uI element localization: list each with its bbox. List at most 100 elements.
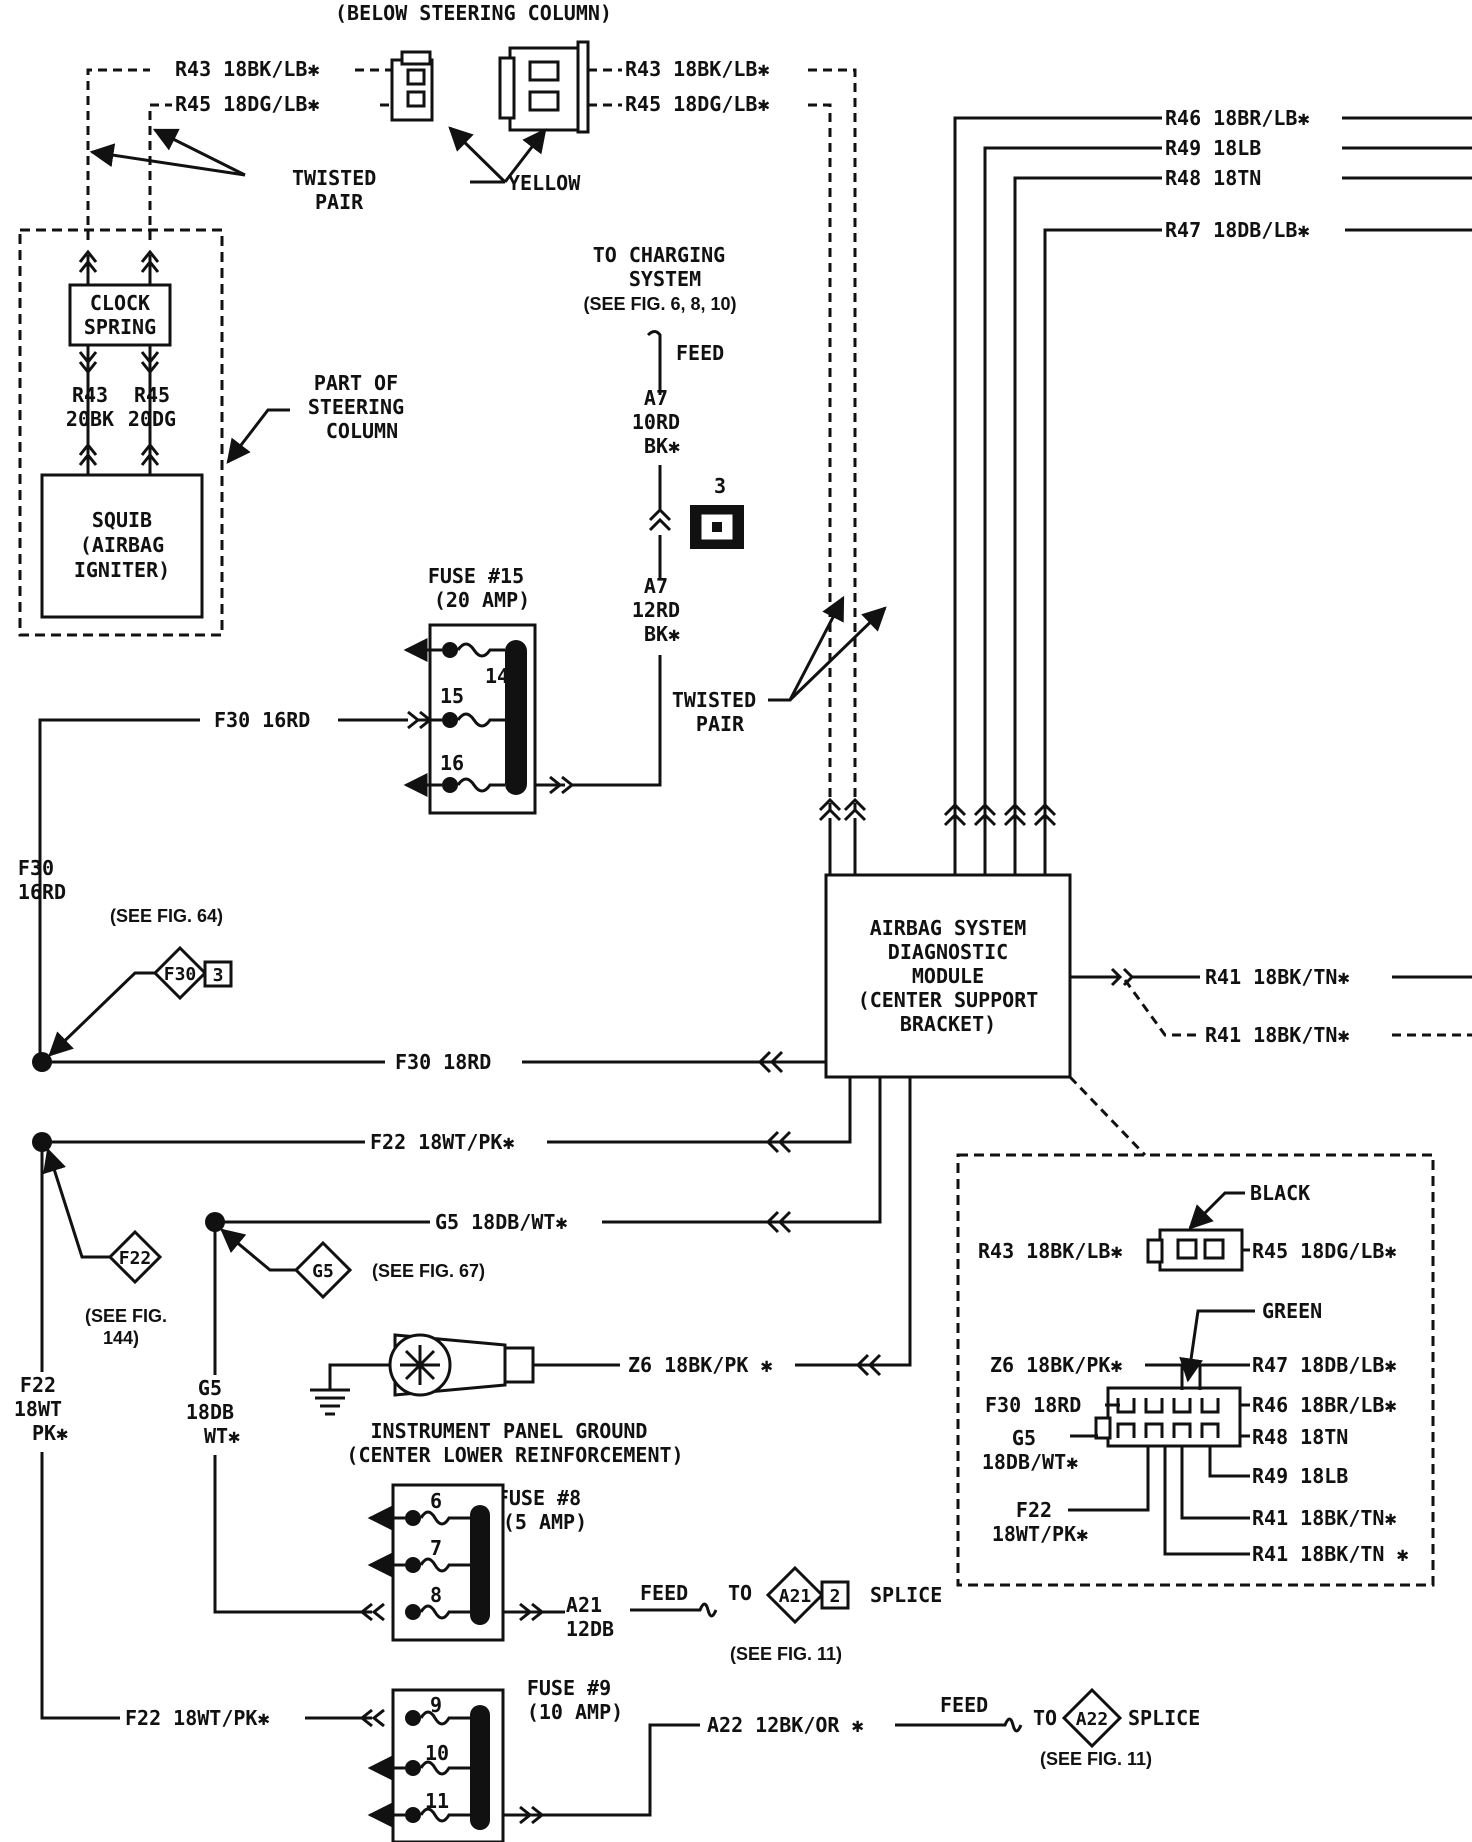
inset-label-r49: R49 18LB <box>1252 1464 1348 1488</box>
label-r49: R49 18LB <box>1165 136 1261 160</box>
twisted-pair-label-top: TWISTED PAIR <box>292 166 388 214</box>
g5-see-fig: (SEE FIG. 67) <box>372 1261 485 1281</box>
fuse8-title: FUSE #8 (5 AMP) <box>497 1486 593 1534</box>
svg-text:MODULE: MODULE <box>912 964 984 988</box>
inset-label-f22: F22 18WT/PK✱ <box>992 1498 1088 1546</box>
wire-g5 <box>215 1077 882 1224</box>
f22-see-fig: (SEE FIG. 144) <box>85 1306 172 1348</box>
svg-text:15: 15 <box>440 684 464 708</box>
svg-text:SQUIB: SQUIB <box>92 508 152 532</box>
fuse-9-block: 9 10 11 <box>391 1688 505 1842</box>
to-charging-label: TO CHARGING SYSTEM <box>593 243 738 291</box>
inset-black-connector <box>1146 1228 1244 1272</box>
f30-splice: F30 3 <box>152 945 233 1001</box>
twisted-pair-label-right: TWISTED PAIR <box>672 688 768 736</box>
inset-label-f30: F30 18RD <box>985 1393 1081 1417</box>
label-f30-module: F30 18RD <box>395 1050 491 1074</box>
label-a22: A22 12BK/OR ✱ <box>707 1713 864 1737</box>
wires-right-top <box>953 116 1340 875</box>
label-r41-a: R41 18BK/TN✱ <box>1205 965 1350 989</box>
wire-r45-right <box>808 103 832 830</box>
charging-see-fig: (SEE FIG. 6, 8, 10) <box>583 294 736 314</box>
label-g5-wire: G5 18DB/WT✱ <box>435 1210 567 1234</box>
label-r41-b: R41 18BK/TN✱ <box>1205 1023 1350 1047</box>
f22-splice: F22 <box>107 1229 163 1285</box>
label-r48: R48 18TN <box>1165 166 1261 190</box>
svg-text:F22: F22 <box>119 1248 152 1269</box>
wire-r43-right <box>808 68 857 830</box>
fuse9-title: FUSE #9 (10 AMP) <box>527 1676 623 1724</box>
clock-spring: CLOCK SPRING <box>68 283 172 347</box>
inset-green-connector <box>1094 1386 1242 1448</box>
steering-column-box <box>18 228 224 637</box>
wire-a7 <box>570 655 662 787</box>
fuse8-see-fig: (SEE FIG. 11) <box>730 1644 842 1664</box>
inset-label-r41-a: R41 18BK/TN✱ <box>1252 1506 1397 1530</box>
squib-igniter: SQUIB (AIRBAG IGNITER) <box>40 473 204 619</box>
label-a21: A21 12DB <box>566 1593 614 1641</box>
svg-text:2: 2 <box>830 1586 841 1607</box>
svg-text:SPRING: SPRING <box>84 315 156 339</box>
svg-text:A22: A22 <box>1076 1709 1109 1730</box>
label-r43-left: R43 18BK/LB✱ <box>175 57 320 81</box>
fuse8-to-label: TO <box>728 1581 752 1605</box>
label-z6: Z6 18BK/PK ✱ <box>628 1353 773 1377</box>
label-f22-bottom: F22 18WT/PK✱ <box>125 1706 270 1730</box>
fuse15-title: FUSE #15 (20 AMP) <box>428 564 536 612</box>
g5-splice: G5 <box>293 1240 353 1300</box>
wire-z6 <box>805 1077 912 1367</box>
inset-black-label: BLACK <box>1250 1181 1310 1205</box>
a21-splice: A21 2 <box>765 1565 850 1625</box>
connector-3-icon <box>690 505 744 549</box>
charging-feed-label: FEED <box>676 341 724 365</box>
svg-text:IGNITER): IGNITER) <box>74 558 170 582</box>
wire-g5-vert <box>213 1222 372 1614</box>
svg-text:A21: A21 <box>779 1586 812 1607</box>
fuse9-see-fig: (SEE FIG. 11) <box>1040 1749 1152 1769</box>
label-r45-left: R45 18DG/LB✱ <box>175 92 320 116</box>
fuse8-splice-word: SPLICE <box>870 1583 942 1607</box>
connector-num-3: 3 <box>714 474 726 498</box>
label-r43-col: R43 <box>72 383 108 407</box>
label-a7-top: A7 10RD BK✱ <box>632 386 692 458</box>
label-r45-right: R45 18DG/LB✱ <box>625 92 770 116</box>
ground-symbol-icon <box>310 1388 350 1416</box>
svg-text:8: 8 <box>430 1583 442 1607</box>
svg-text:9: 9 <box>430 1693 442 1717</box>
airbag-diagnostic-module: AIRBAG SYSTEM DIAGNOSTIC MODULE (CENTER … <box>824 873 1072 1079</box>
f30-see-fig: (SEE FIG. 64) <box>110 906 223 926</box>
svg-text:20BK: 20BK <box>66 407 114 431</box>
inset-label-r41-b: R41 18BK/TN ✱ <box>1252 1542 1409 1566</box>
steering-connector-female <box>498 40 590 134</box>
inset-green-label: GREEN <box>1262 1299 1322 1323</box>
label-a7-bottom: A7 12RD BK✱ <box>632 574 692 646</box>
svg-text:10: 10 <box>425 1741 449 1765</box>
ground-label: INSTRUMENT PANEL GROUND (CENTER LOWER RE… <box>346 1419 683 1467</box>
connector-note: (BELOW STEERING COLUMN) <box>335 1 612 25</box>
label-r47: R47 18DB/LB✱ <box>1165 218 1310 242</box>
label-r45-col: R45 <box>134 383 170 407</box>
fuse9-feed-label: FEED <box>940 1693 988 1717</box>
inset-label-r45: R45 18DG/LB✱ <box>1252 1239 1397 1263</box>
inset-label-r43: R43 18BK/LB✱ <box>978 1239 1123 1263</box>
svg-text:BRACKET): BRACKET) <box>900 1012 996 1036</box>
fuse8-feed-label: FEED <box>640 1581 688 1605</box>
wire-a22 <box>503 1723 700 1825</box>
wire-r43-left <box>86 68 150 240</box>
svg-text:20DG: 20DG <box>128 407 176 431</box>
wire-f22 <box>42 1077 852 1144</box>
svg-text:3: 3 <box>213 965 224 986</box>
svg-text:DIAGNOSTIC: DIAGNOSTIC <box>888 940 1008 964</box>
svg-text:(AIRBAG: (AIRBAG <box>80 533 164 557</box>
svg-text:14: 14 <box>485 664 509 688</box>
fuse-8-block: 6 7 8 <box>391 1483 505 1642</box>
label-r46: R46 18BR/LB✱ <box>1165 106 1310 130</box>
label-g5-vert: G5 18DB WT✱ <box>186 1376 246 1448</box>
inset-label-r47: R47 18DB/LB✱ <box>1252 1353 1397 1377</box>
yellow-label: YELLOW <box>508 171 581 195</box>
svg-text:11: 11 <box>425 1789 449 1813</box>
a22-splice: A22 <box>1061 1687 1123 1749</box>
label-f30-top: F30 16RD <box>214 708 310 732</box>
